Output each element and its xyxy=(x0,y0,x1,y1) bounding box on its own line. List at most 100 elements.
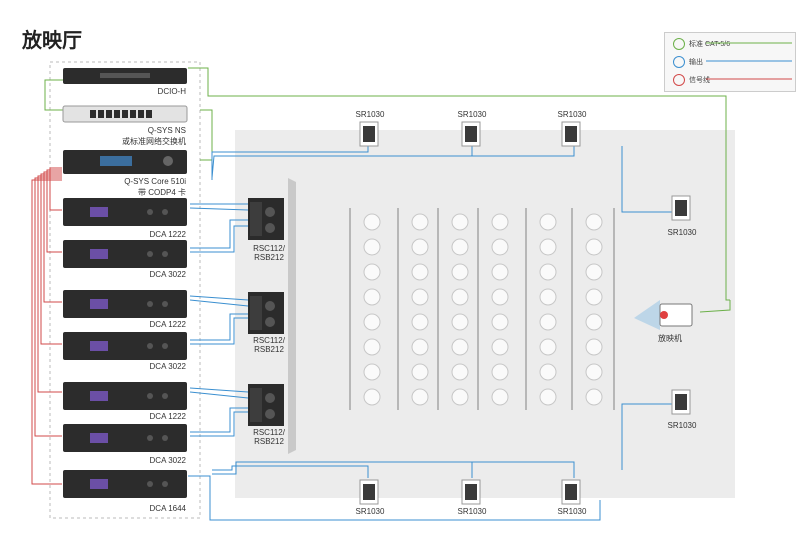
signal-icon xyxy=(673,74,685,86)
seat xyxy=(451,238,469,256)
seat xyxy=(491,363,509,381)
screen-speaker-label: RSC112/ RSB212 xyxy=(253,244,285,262)
surround-speaker xyxy=(461,479,481,505)
seat xyxy=(451,363,469,381)
network-icon xyxy=(673,38,685,50)
surround-label: SR1030 xyxy=(355,507,385,516)
surround-speaker xyxy=(671,195,691,221)
rack-outline xyxy=(49,61,201,519)
surround-speaker xyxy=(359,479,379,505)
page-title: 放映厅 xyxy=(22,30,82,52)
amp-label: DCA 1222 xyxy=(149,412,186,421)
seat xyxy=(539,338,557,356)
surround-label: SR1030 xyxy=(557,507,587,516)
core-label-line1: Q-SYS Core 510i xyxy=(124,177,186,186)
amplifier-unit xyxy=(63,424,187,452)
seat xyxy=(451,388,469,406)
surround-label: SR1030 xyxy=(457,507,487,516)
amp-label: DCA 1222 xyxy=(149,230,186,239)
amplifier-unit xyxy=(63,470,187,498)
seat xyxy=(491,388,509,406)
surround-group xyxy=(359,121,691,505)
seat xyxy=(451,288,469,306)
seat xyxy=(491,238,509,256)
amp-label: DCA 1222 xyxy=(149,320,186,329)
ns-label-line1: Q-SYS NS xyxy=(147,126,186,135)
screen-speaker-group xyxy=(248,198,284,426)
surround-speaker xyxy=(671,389,691,415)
amp-label: DCA 3022 xyxy=(149,456,186,465)
seat xyxy=(539,263,557,281)
projector-label: 放映机 xyxy=(658,334,682,343)
seat xyxy=(363,238,381,256)
seat xyxy=(585,313,603,331)
surround-label: SR1030 xyxy=(457,110,487,119)
seat xyxy=(539,213,557,231)
seat xyxy=(411,213,429,231)
seat xyxy=(363,313,381,331)
surround-speaker xyxy=(461,121,481,147)
surround-speaker xyxy=(359,121,379,147)
amplifier-unit xyxy=(63,290,187,318)
seat xyxy=(585,213,603,231)
surround-speaker xyxy=(561,479,581,505)
seat xyxy=(411,313,429,331)
seat xyxy=(585,338,603,356)
seat xyxy=(363,363,381,381)
amplifier-group xyxy=(63,198,187,498)
surround-label: SR1030 xyxy=(355,110,385,119)
ns-label-line2: 或标准网络交换机 xyxy=(122,137,186,146)
legend-item-output: 输出 xyxy=(673,55,703,69)
amplifier-unit xyxy=(63,332,187,360)
seat xyxy=(539,363,557,381)
surround-label: SR1030 xyxy=(557,110,587,119)
screen-speaker xyxy=(248,198,284,240)
dcio-label: DCIO-H xyxy=(157,87,186,96)
seat xyxy=(411,363,429,381)
screen-speaker-label: RSC112/ RSB212 xyxy=(253,428,285,446)
rack-devices xyxy=(62,68,188,174)
seat xyxy=(539,388,557,406)
seat xyxy=(585,388,603,406)
seat xyxy=(491,313,509,331)
surround-speaker xyxy=(561,121,581,147)
seat xyxy=(363,288,381,306)
legend-item-cat: 标准 CAT-5/6 xyxy=(673,37,730,51)
seat xyxy=(411,238,429,256)
seat xyxy=(451,338,469,356)
seat xyxy=(585,238,603,256)
seat xyxy=(411,263,429,281)
screen-speaker-label: RSC112/ RSB212 xyxy=(253,336,285,354)
projection-screen xyxy=(288,178,296,454)
seat xyxy=(585,363,603,381)
seat xyxy=(491,213,509,231)
screen-speaker xyxy=(248,292,284,334)
seat xyxy=(585,288,603,306)
amp-label: DCA 3022 xyxy=(149,270,186,279)
amplifier-unit xyxy=(63,382,187,410)
seat xyxy=(539,238,557,256)
seat xyxy=(363,338,381,356)
surround-label: SR1030 xyxy=(667,228,697,237)
seat xyxy=(411,288,429,306)
seat xyxy=(585,263,603,281)
seat xyxy=(491,338,509,356)
seat xyxy=(411,338,429,356)
seat xyxy=(491,263,509,281)
seat xyxy=(539,288,557,306)
amp-label: DCA 3022 xyxy=(149,362,186,371)
legend-item-signal: 信号线 xyxy=(673,73,710,87)
core-label-line2: 带 CODP4 卡 xyxy=(137,188,186,197)
amplifier-unit xyxy=(63,198,187,226)
seating-group xyxy=(349,208,615,410)
seat xyxy=(451,213,469,231)
seat xyxy=(451,313,469,331)
seat xyxy=(411,388,429,406)
seat xyxy=(451,263,469,281)
seat xyxy=(491,288,509,306)
surround-label: SR1030 xyxy=(667,421,697,430)
output-icon xyxy=(673,56,685,68)
screen-speaker xyxy=(248,384,284,426)
legend: 标准 CAT-5/6 输出 信号线 xyxy=(664,32,796,92)
